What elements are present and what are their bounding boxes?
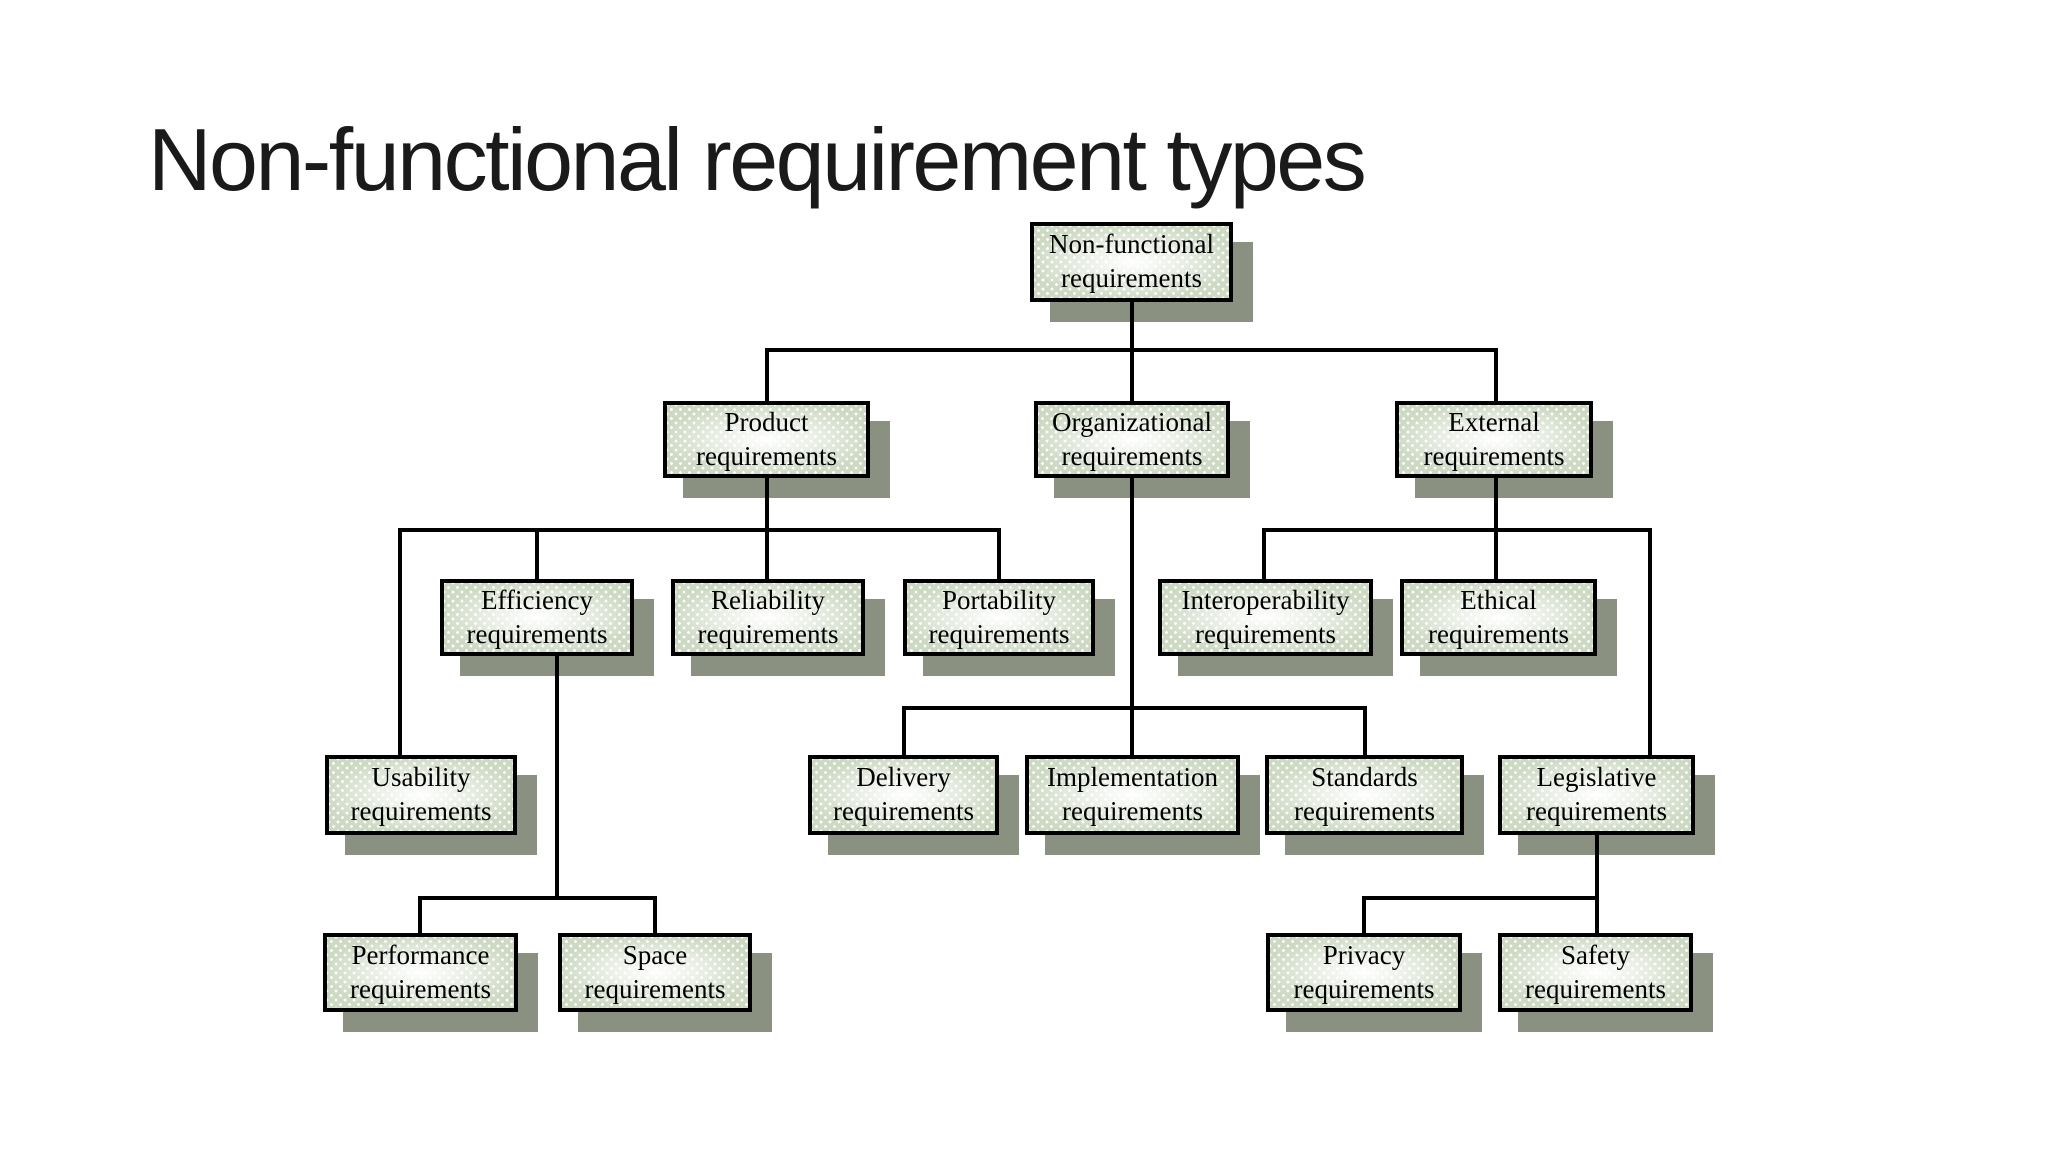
slide-title: Non-functional requirement types xyxy=(148,110,1367,209)
node-label: External requirements xyxy=(1423,406,1565,471)
connector-bus-org-children xyxy=(902,706,1367,710)
node-delivery-requirements: Delivery requirements xyxy=(808,755,999,835)
connector-to-legislative xyxy=(1648,528,1652,757)
connector-to-efficiency xyxy=(535,528,539,581)
connector-to-organizational xyxy=(1130,348,1134,403)
node-standards-requirements: Standards requirements xyxy=(1265,755,1464,835)
connector-efficiency-drop xyxy=(555,653,559,900)
node-ethical-requirements: Ethical requirements xyxy=(1400,579,1597,656)
connector-external-to-ethical xyxy=(1494,476,1498,581)
connector-to-external xyxy=(1494,348,1498,403)
connector-to-space xyxy=(653,896,657,935)
connector-bus-efficiency-children xyxy=(418,896,657,900)
connector-bus-external-children xyxy=(1262,528,1652,532)
node-usability-requirements: Usability requirements xyxy=(325,755,517,835)
connector-to-usability xyxy=(398,528,402,757)
node-label: Standards requirements xyxy=(1294,762,1435,826)
node-efficiency-requirements: Efficiency requirements xyxy=(440,579,634,656)
node-label: Delivery requirements xyxy=(833,762,974,826)
node-label: Ethical requirements xyxy=(1428,584,1569,649)
node-label: Performance requirements xyxy=(350,939,491,1004)
node-label: Privacy requirements xyxy=(1293,939,1435,1004)
node-label: Product requirements xyxy=(696,406,837,471)
node-label: Non-functional requirements xyxy=(1049,229,1214,293)
node-label: Portability requirements xyxy=(928,584,1070,649)
node-label: Organizational requirements xyxy=(1052,406,1212,471)
node-non-functional-requirements: Non-functional requirements xyxy=(1030,222,1233,302)
connector-to-standards xyxy=(1363,706,1367,757)
connector-to-performance xyxy=(418,896,422,935)
node-privacy-requirements: Privacy requirements xyxy=(1266,933,1462,1012)
node-external-requirements: External requirements xyxy=(1395,401,1593,478)
node-label: Legislative requirements xyxy=(1526,762,1667,826)
connector-to-delivery xyxy=(902,706,906,757)
node-space-requirements: Space requirements xyxy=(558,933,752,1012)
node-safety-requirements: Safety requirements xyxy=(1498,933,1693,1012)
node-label: Reliability requirements xyxy=(697,584,839,649)
connector-bus-legislative-children xyxy=(1362,896,1599,900)
node-interoperability-requirements: Interoperability requirements xyxy=(1158,579,1373,656)
node-product-requirements: Product requirements xyxy=(663,401,870,478)
connector-org-to-implementation xyxy=(1130,476,1134,757)
node-label: Space requirements xyxy=(584,939,726,1004)
node-performance-requirements: Performance requirements xyxy=(323,933,518,1012)
connector-root-drop xyxy=(1130,300,1134,352)
connector-to-product xyxy=(765,348,769,403)
node-legislative-requirements: Legislative requirements xyxy=(1498,755,1695,835)
node-label: Safety requirements xyxy=(1525,939,1666,1004)
connector-to-portability xyxy=(997,528,1001,581)
connector-bus-product-children xyxy=(398,528,1001,532)
node-label: Efficiency requirements xyxy=(466,584,608,649)
node-portability-requirements: Portability requirements xyxy=(903,579,1095,656)
connector-to-privacy xyxy=(1362,896,1366,935)
connector-legislative-to-safety xyxy=(1595,833,1599,935)
node-organizational-requirements: Organizational requirements xyxy=(1034,401,1230,478)
connector-to-interoperability xyxy=(1262,528,1266,581)
node-implementation-requirements: Implementation requirements xyxy=(1025,755,1240,835)
node-reliability-requirements: Reliability requirements xyxy=(671,579,865,656)
node-label: Usability requirements xyxy=(350,762,492,826)
connector-product-to-reliability xyxy=(765,476,769,581)
node-label: Interoperability requirements xyxy=(1181,584,1350,649)
node-label: Implementation requirements xyxy=(1047,762,1218,826)
